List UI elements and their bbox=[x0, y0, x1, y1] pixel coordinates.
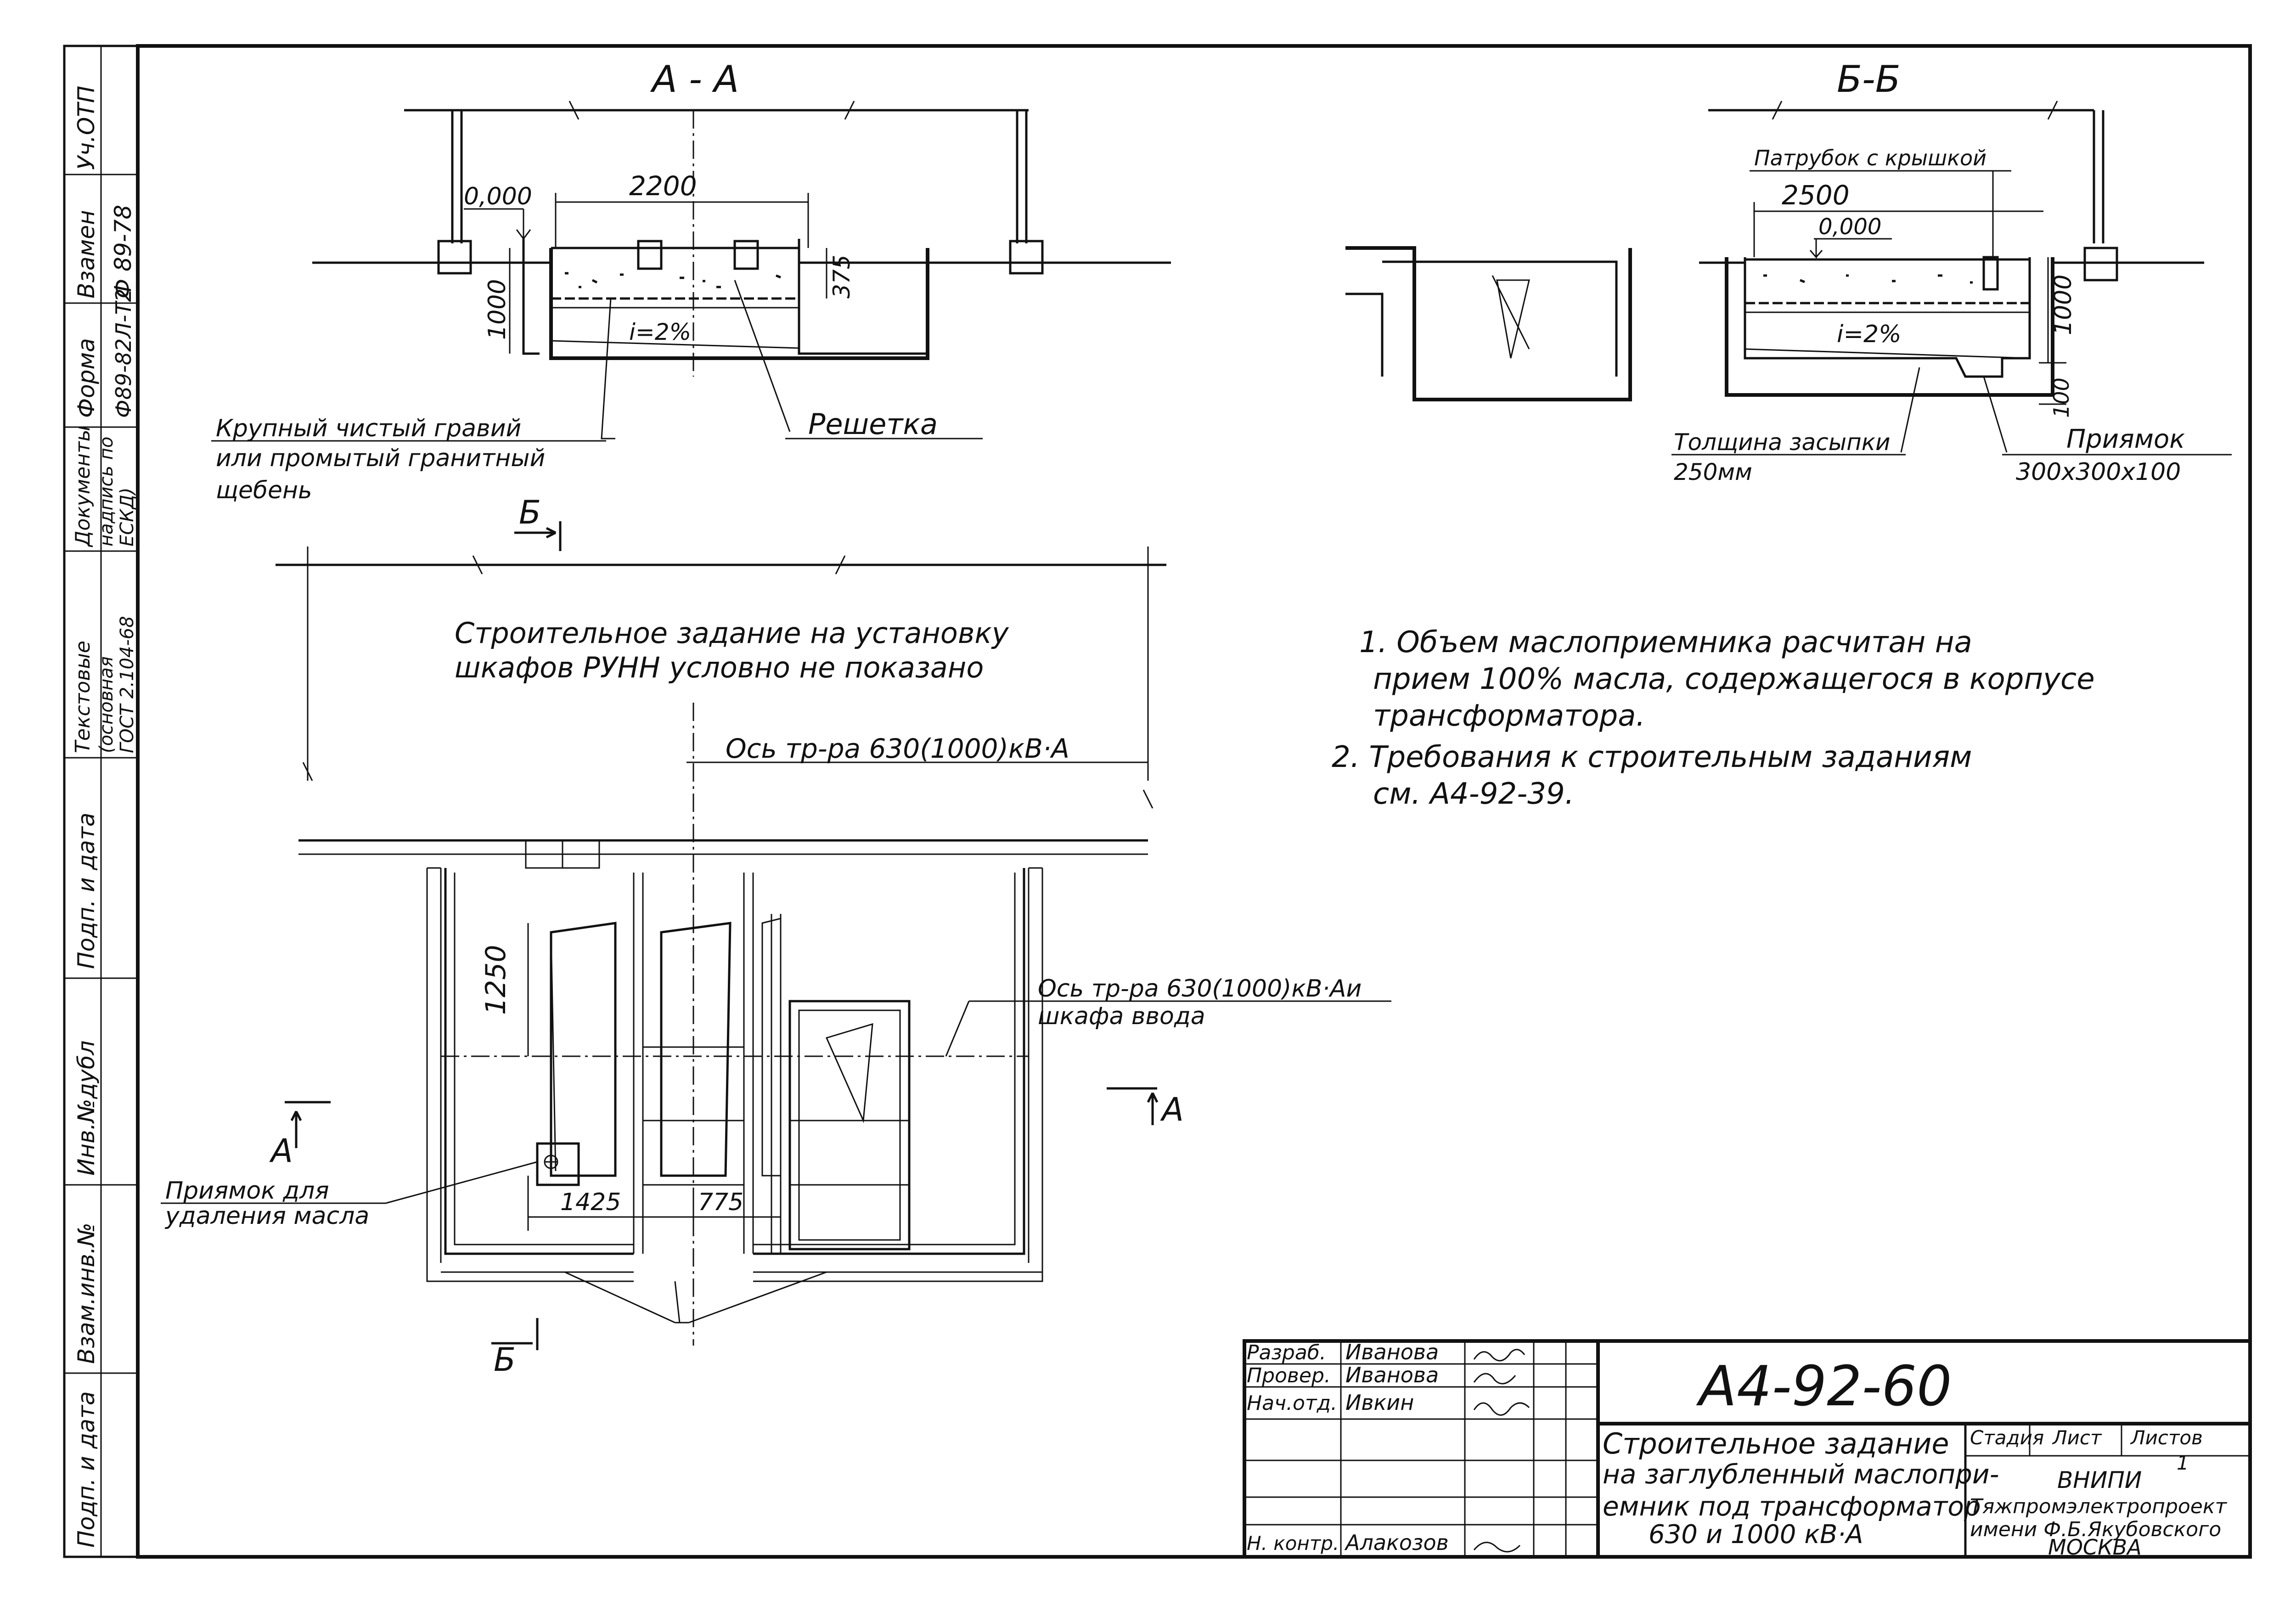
tb-org-line-3: имени Ф.Б.Якубовского bbox=[1970, 1518, 2221, 1541]
section-aa-title: А - А bbox=[650, 58, 739, 101]
plan-axis-2-line-2: шкафа ввода bbox=[1038, 1003, 1205, 1030]
aa-label-grate: Решетка bbox=[808, 407, 938, 441]
section-bb-title: Б-Б bbox=[1837, 58, 1901, 101]
plan-mark-b-bottom: Б bbox=[494, 1341, 516, 1379]
stamp-text-head: Текстовые bbox=[71, 641, 95, 753]
drawing-frame bbox=[63, 44, 2252, 1559]
tb-role-1: Разраб. bbox=[1247, 1341, 1326, 1364]
plan-axis-1: Ось тр-ра 630(1000)кВ·А bbox=[726, 733, 1069, 764]
plan-dim-775: 775 bbox=[698, 1189, 743, 1216]
plan-mark-a-right: А bbox=[1160, 1091, 1184, 1128]
stamp-docs-line3: ЕСКД) bbox=[117, 488, 138, 546]
note-1-line-1: 1. Объем маслоприемника расчитан на bbox=[1359, 625, 1972, 659]
tb-sheets-val: 1 bbox=[2177, 1452, 2189, 1474]
tb-title-line-2: на заглубленный маслопри- bbox=[1603, 1459, 1999, 1490]
tb-title-line-4: 630 и 1000 кВ·А bbox=[1649, 1520, 1863, 1549]
note-1-line-3: трансформатора. bbox=[1373, 699, 1645, 733]
bb-depth-dim: 1000 bbox=[2049, 275, 2077, 335]
section-bb: Б-Б Патрубок с крышкой 2500 0,000 i=2% bbox=[1345, 58, 2232, 486]
tb-sheet-head: Лист bbox=[2052, 1426, 2102, 1449]
stamp-inv-dubl: Инв.№дубл bbox=[73, 1041, 100, 1176]
side-stamp: Уч.ОТП Взамен Ф 89-78 Форма Ф89-82Л-Т2 Д… bbox=[64, 46, 138, 1557]
aa-label-gravel-3: щебень bbox=[216, 477, 312, 504]
tb-name-1: Иванова bbox=[1345, 1340, 1439, 1364]
bb-slope: i=2% bbox=[1837, 321, 1902, 348]
stamp-docs-head: Документы bbox=[71, 426, 95, 547]
stamp-forma-val: Ф89-82Л-Т2 bbox=[111, 288, 136, 418]
plan-pit-label-2: удаления масла bbox=[164, 1202, 369, 1230]
section-aa: А - А 2200 0,000 bbox=[211, 58, 1171, 504]
aa-label-gravel-1: Крупный чистый гравий bbox=[216, 415, 521, 442]
stamp-vzamen-head: Взамен bbox=[73, 210, 100, 299]
aa-depth-dim: 1000 bbox=[484, 279, 511, 340]
bb-level-mark: 0,000 bbox=[1818, 214, 1881, 240]
plan-mark-b-top: Б bbox=[519, 494, 541, 531]
stamp-vzam-inv: Взам.инв.№ bbox=[73, 1223, 100, 1364]
bb-pit-label-1: Приямок bbox=[2066, 424, 2185, 454]
aa-level-mark: 0,000 bbox=[464, 183, 532, 210]
stamp-uch-otp: Уч.ОТП bbox=[73, 86, 100, 170]
note-2-line-2: см. А4-92-39. bbox=[1373, 777, 1574, 811]
tb-role-6: Н. контр. bbox=[1247, 1532, 1339, 1555]
tb-stage-head: Стадия bbox=[1970, 1426, 2044, 1449]
title-block: Разраб. Иванова Провер. Иванова Нач.отд.… bbox=[1243, 1339, 2252, 1560]
aa-width-dim: 2200 bbox=[629, 170, 697, 202]
tb-name-2: Иванова bbox=[1345, 1363, 1439, 1387]
note-2-line-1: 2. Требования к строительным заданиям bbox=[1332, 740, 1972, 774]
aa-label-gravel-2: или промытый гранитный bbox=[216, 445, 545, 472]
plan-axis-2-line-1: Ось тр-ра 630(1000)кВ·Аи bbox=[1038, 975, 1362, 1003]
tb-role-2: Провер. bbox=[1247, 1364, 1331, 1387]
plan-dim-1425: 1425 bbox=[560, 1189, 621, 1216]
stamp-vzamen-val: Ф 89-78 bbox=[110, 205, 136, 299]
general-notes: 1. Объем маслоприемника расчитан на прие… bbox=[1332, 625, 2095, 811]
plan-note-line-2: шкафов РУНН условно не показано bbox=[455, 651, 984, 684]
tb-org-line-2: Тяжпромэлектропроект bbox=[1970, 1495, 2227, 1518]
bb-pipe-label: Патрубок с крышкой bbox=[1754, 146, 1986, 170]
stamp-podp-data-1: Подп. и дата bbox=[73, 812, 100, 969]
tb-title-line-1: Строительное задание bbox=[1603, 1427, 1949, 1460]
tb-doc-code: А4-92-60 bbox=[1696, 1355, 1952, 1419]
plan-pit-label-1: Приямок для bbox=[165, 1177, 329, 1205]
bb-backfill-label-2: 250мм bbox=[1674, 459, 1752, 485]
tb-role-3: Нач.отд. bbox=[1247, 1392, 1337, 1415]
tb-sheets-head: Листов bbox=[2130, 1426, 2203, 1449]
plan-note-line-1: Строительное задание на установку bbox=[455, 616, 1009, 650]
tb-name-3: Ивкин bbox=[1345, 1390, 1414, 1415]
bb-pit-depth-dim: 100 bbox=[2049, 377, 2074, 418]
plan-dim-1250: 1250 bbox=[480, 945, 512, 1015]
aa-layer-dim: 375 bbox=[828, 255, 855, 299]
stamp-docs-line2: надпись по bbox=[96, 437, 117, 546]
tb-org-line-4: МОСКВА bbox=[2048, 1535, 2142, 1560]
stamp-podp-data-2: Подп. и дата bbox=[73, 1391, 100, 1548]
bb-backfill-label-1: Толщина засыпки bbox=[1674, 429, 1890, 456]
tb-title-line-3: емник под трансформатор bbox=[1603, 1491, 1981, 1522]
stamp-text-line2: (основная bbox=[96, 656, 117, 753]
bb-width-dim: 2500 bbox=[1782, 180, 1850, 211]
aa-slope: i=2% bbox=[629, 319, 691, 345]
plan-mark-a-left: А bbox=[269, 1132, 293, 1170]
note-1-line-2: прием 100% масла, содержащегося в корпус… bbox=[1373, 662, 2095, 696]
stamp-text-line3: ГОСТ 2.104-68 bbox=[117, 616, 138, 753]
stamp-forma-head: Форма bbox=[73, 338, 100, 418]
bb-pit-label-2: 300х300х100 bbox=[2016, 458, 2181, 486]
tb-org-line-1: ВНИПИ bbox=[2057, 1467, 2142, 1493]
plan-view: Б Б А А Строительное задание на установк… bbox=[161, 494, 1391, 1379]
tb-name-6: Алакозов bbox=[1344, 1530, 1449, 1555]
